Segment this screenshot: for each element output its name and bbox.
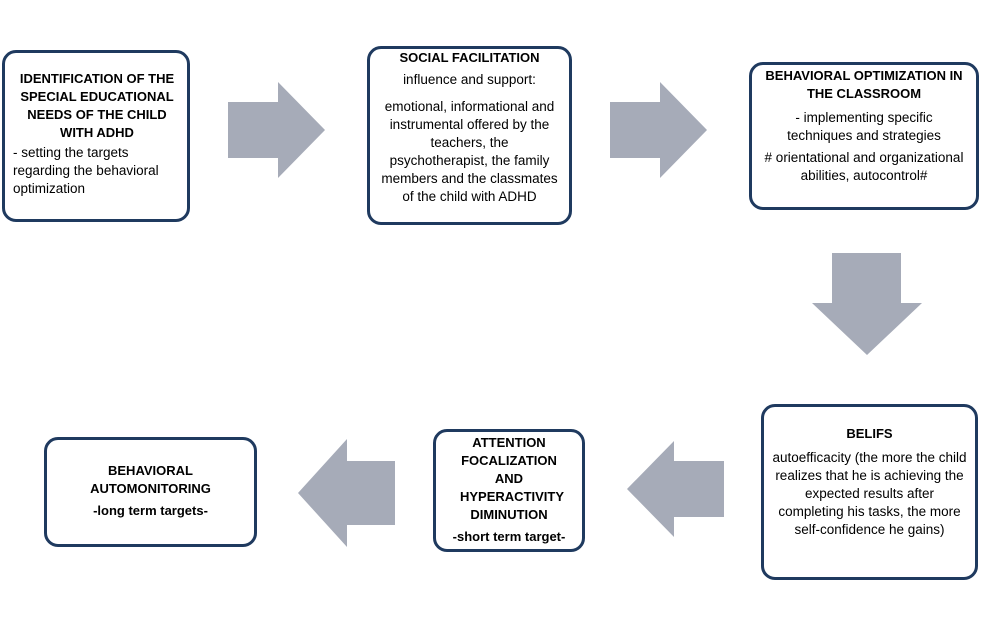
box-behavioral-automonitoring-title: BEHAVIORAL AUTOMONITORING [90,463,211,496]
box-behavioral-automonitoring: BEHAVIORAL AUTOMONITORING -long term tar… [44,437,257,547]
arrow-left-2 [298,439,395,547]
box-social-facilitation-body: emotional, informational and instrumenta… [381,99,558,204]
box-behavioral-optimization-title: BEHAVIORAL OPTIMIZATION IN THE CLASSROOM [765,68,963,101]
box-beliefs: BELIFS autoefficacity (the more the chil… [761,404,978,580]
box-social-facilitation-title: SOCIAL FACILITATION [399,50,540,65]
box-attention-focalization: ATTENTION FOCALIZATION AND HYPERACTIVITY… [433,429,585,552]
box-social-facilitation: SOCIAL FACILITATION influence and suppor… [367,46,572,225]
box-social-facilitation-subtitle: influence and support: [403,72,536,87]
arrow-down [812,253,922,355]
box-behavioral-optimization-body2: # orientational and organizational abili… [764,150,964,183]
arrow-right-2 [610,82,707,178]
box-beliefs-title: BELIFS [846,426,893,441]
box-identification-title: IDENTIFICATION OF THE SPECIAL EDUCATIONA… [19,71,175,140]
arrow-right-1 [228,82,325,178]
arrow-left-1 [627,441,724,537]
box-identification: IDENTIFICATION OF THE SPECIAL EDUCATIONA… [2,50,190,222]
box-attention-focalization-body: -short term target- [452,529,566,544]
box-behavioral-automonitoring-body: -long term targets- [93,503,208,518]
box-attention-focalization-title: ATTENTION FOCALIZATION AND HYPERACTIVITY… [460,435,565,522]
box-beliefs-body: autoefficacity (the more the child reali… [772,450,967,537]
box-identification-body: - setting the targets regarding the beha… [13,145,159,196]
box-behavioral-optimization: BEHAVIORAL OPTIMIZATION IN THE CLASSROOM… [749,62,979,210]
box-behavioral-optimization-body: - implementing specific techniques and s… [787,110,941,143]
